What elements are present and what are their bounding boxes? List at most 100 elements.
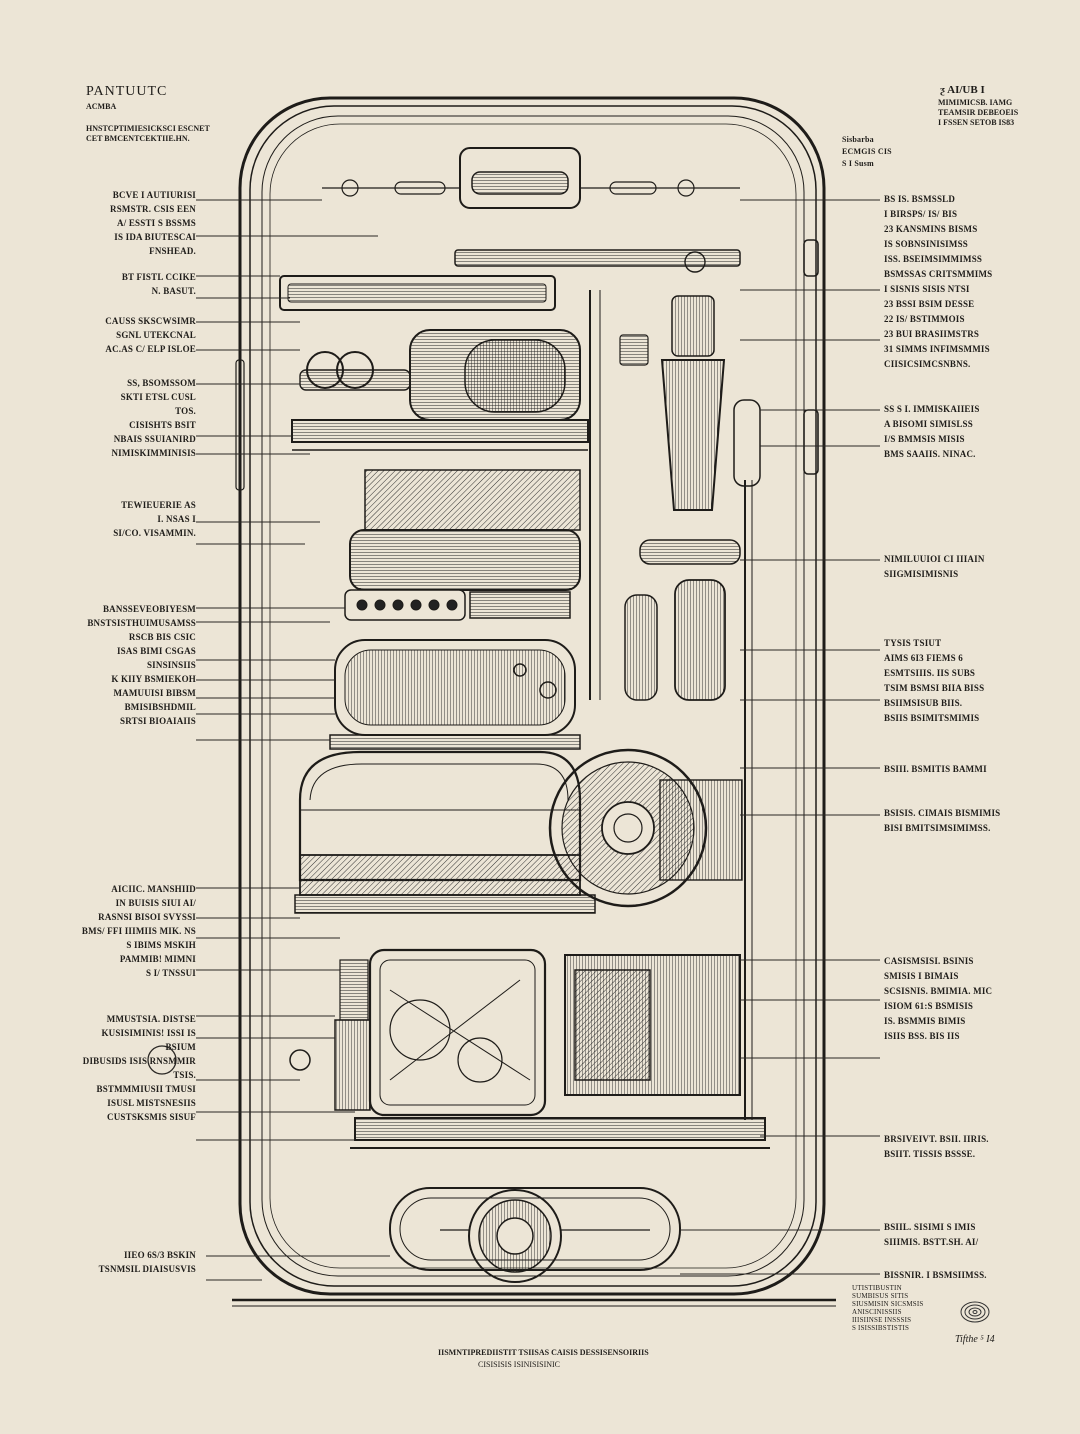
right-label: BSIIS BSIMITSMIMIS [884,713,980,723]
right-label: TSIM BSMSI BIIA BISS [884,683,985,693]
motor-assembly [291,329,589,451]
small-note-3: S I Susm [842,159,874,168]
right-label: SMISIS I BIMAIS [884,971,959,981]
right-label: 23 BSSI BSIM DESSE [884,299,975,309]
left-label: BANSSEVEOBIYESM [102,604,196,614]
right-label: SIIGMISIMISNIS [884,569,959,579]
right-label: BMS SAAIIS. NINAC. [884,449,976,459]
right-cylinders [589,290,761,1120]
upper-plates [279,249,741,311]
right-label: TYSIS TSIUT [884,638,942,648]
left-label: RSCB BIS CSIC [128,632,196,642]
left-label: TSIS. [173,1070,196,1080]
left-label: RASNSI BISOI SVYSSI [98,912,196,922]
left-label: I. NSAS I [157,514,196,524]
right-label: BSMSSAS CRITSMMIMS [884,269,993,279]
left-label: MMUSTSIA. DISTSE [106,1014,196,1024]
right-label: BISI BMITSIMSIMIMSS. [884,823,991,833]
left-label: NIMISKIMMINISIS [111,448,196,458]
right-label: I/S BMMSIS MISIS [884,434,965,444]
left-label: SS, BSOMSSOM [127,378,196,388]
right-label: SCSISNIS. BMIMIA. MIC [884,986,993,996]
right-label: BSISIS. CIMAIS BISMIMIS [884,808,1001,818]
left-label: BSIUM [165,1042,196,1052]
left-label: SGNL UTEKCNAL [116,330,196,340]
right-label: NIMILUUIOI CI IIIAIN [884,554,985,564]
left-label: A/ ESSTI S BSSMS [117,218,196,228]
right-label: BSIIT. TISSIS BSSSE. [884,1149,976,1159]
left-label: BMS/ FFI IIIMIIS MIK. NS [81,926,196,936]
right-label: 23 KANSMINS BISMS [884,224,978,234]
top-right-title: ƺ AI/UB I [940,84,985,96]
left-label: KUSISIMINIS! ISSI IS [101,1028,196,1038]
left-label: N. BASUT. [151,286,196,296]
left-label: SRTSI BIOAIAIIS [120,716,196,726]
leader-lines-right [680,199,880,1275]
right-label: BSIIMSISUB BIIS. [884,698,963,708]
right-label: ISIIS BSS. BIS IIS [884,1031,960,1041]
right-label: 22 IS/ BSTIMMOIS [884,314,965,324]
right-label: A BISOMI SIMISLSS [884,419,973,429]
description-line-2: CET BMCENTCEKTIIE.HN. [86,134,190,143]
dial-drum [329,639,581,750]
left-label: IN BUISIS SIUI AI/ [115,898,196,908]
leader-lines-left [147,199,390,1281]
left-label: MAMUUISI BIBSM [113,688,196,698]
footer-line-2: CISISISIS ISINISISINIC [478,1360,561,1369]
description-line-1: HNSTCPTIMIESICKSCI ESCNET [86,124,210,133]
top-right-line-2: TEAMSIR DEBEOEIS [938,108,1019,117]
left-label: CISISHTS BSIT [129,420,196,430]
left-label: TEWIEUERIE AS [121,500,196,510]
right-label: BS IS. BSMSSLD [884,194,956,204]
left-label: BT FISTL CCIKE [121,272,196,282]
right-label: BSIIL. SISIMI S IMIS [884,1222,976,1232]
left-label: AC.AS C/ ELP ISLOE [105,344,196,354]
right-label: SIIIMIS. BSTT.SH. AI/ [884,1237,979,1247]
bottom-note: SUMBISUS SITIS [852,1292,909,1300]
right-label: SS S I. IMMISKAIIEIS [884,404,980,414]
right-label: ESMTSIIIS. IIS SUBS [884,668,976,678]
footer-line-1: IISMNTIPREDIISTIT TSIISAS CAISIS DESSISE… [438,1348,649,1357]
small-note-1: Sisbarba [842,135,874,144]
left-label: CAUSS SKSCWSIMR [105,316,196,326]
left-label: BCVE I AUTIURISI [112,190,196,200]
left-label: ISUSL MISTSNESIIS [107,1098,196,1108]
right-label: 31 SIMMS INFIMSMMIS [884,344,990,354]
left-label: TSNMSIL DIAISUSVIS [98,1264,196,1274]
right-label: CIISICSIMCSNBNS. [884,359,971,369]
left-label: SKTI ETSL CUSL [120,392,196,402]
right-label: 23 BUI BRASIIMSTRS [884,329,980,339]
left-label: BSTMMMIUSII TMUSI [96,1084,196,1094]
left-label: SI/CO. VISAMMIN. [113,528,196,538]
left-label: S IBIMS MSKIH [126,940,196,950]
fingerprint-icon [960,1301,990,1323]
left-label: SINSINSIIS [146,660,196,670]
left-label: DIBUSIDS ISIS RNSMMIR [82,1056,196,1066]
artist-signature: Tifthe ⁵ I4 [955,1334,995,1345]
left-label: IIEO 6S/3 BSKIN [123,1250,196,1260]
page-title: PANTUUTC [86,84,168,99]
left-label: CUSTSKSMIS SISUF [107,1112,196,1122]
bottom-note: ANISCINISSIIS [852,1308,902,1316]
left-label: PAMMIB! MIMNI [119,954,196,964]
right-label: CASISMSISI. BSINIS [884,956,974,966]
gear-train [344,469,581,621]
left-label: ISAS BIMI CSGAS [116,646,196,656]
bottom-note: S ISISSIBSTISTIS [852,1324,910,1332]
small-note-2: ECMGIS CIS [842,147,892,156]
bottom-note: UTISTIBUSTIN [852,1284,902,1292]
top-right-line-1: MIMIMICSB. IAMG [938,98,1013,107]
left-label: BMISIBSHDMIL [124,702,196,712]
left-label: BNSTSISTHUIMUSAMSS [87,618,196,628]
left-label: TOS. [175,406,196,416]
right-label: ISIOM 61:S BSMISIS [884,1001,974,1011]
left-label: RSMSTR. CSIS EEN [110,204,196,214]
right-label: BSIII. BSMITIS BAMMI [884,764,987,774]
left-label: IS IDA BIUTESCAI [114,232,196,242]
right-label: IS. BSMMIS BIMIS [884,1016,966,1026]
page-subtitle: ACMBA [86,102,117,111]
dome-chamber [294,748,743,914]
left-label: FNSHEAD. [149,246,196,256]
left-label: AICIIC. MANSHIID [111,884,196,894]
bottom-note: IIISIINSE INSSSIS [852,1316,912,1324]
